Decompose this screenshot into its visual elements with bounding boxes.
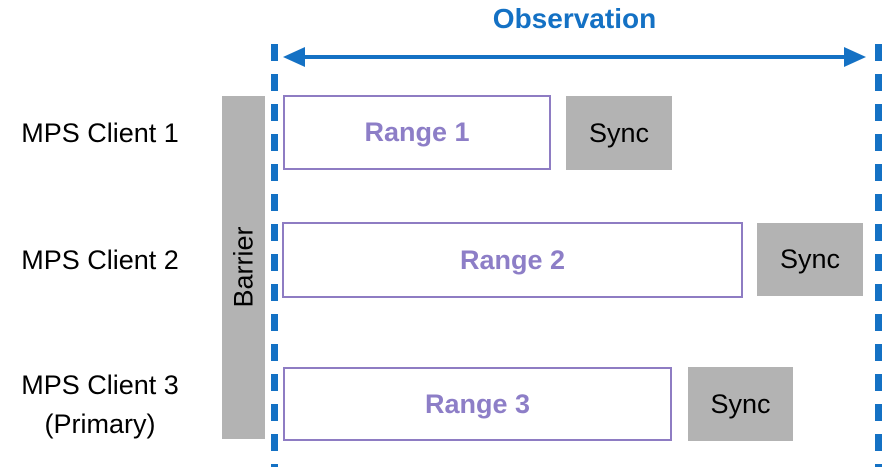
arrow-left-icon <box>283 47 305 67</box>
arrow-right-icon <box>844 47 866 67</box>
barrier-bar <box>222 96 265 439</box>
client-label-2-line1: MPS Client 2 <box>21 245 179 275</box>
sync-box-1: Sync <box>566 96 672 170</box>
sync-label-3: Sync <box>710 388 771 419</box>
observation-arrow <box>298 55 849 59</box>
sync-box-3: Sync <box>688 367 793 441</box>
range-label-1: Range 1 <box>364 117 470 147</box>
client-label-3-line2: (Primary) <box>44 409 156 439</box>
range-box-2: Range 2 <box>282 222 743 298</box>
sync-label-2: Sync <box>779 244 841 274</box>
range-box-3: Range 3 <box>283 367 672 441</box>
sync-label-1: Sync <box>588 117 650 148</box>
client-label-2: MPS Client 2 <box>0 241 200 280</box>
observation-title: Observation <box>492 3 657 34</box>
client-label-1: MPS Client 1 <box>0 114 200 153</box>
client-label-1-line1: MPS Client 1 <box>21 118 179 148</box>
barrier-label: Barrier <box>228 226 259 308</box>
range-label-3: Range 3 <box>424 388 531 419</box>
observation-end-line <box>875 44 882 467</box>
client-label-3-line1: MPS Client 3 <box>21 370 179 400</box>
sync-box-2: Sync <box>757 223 863 296</box>
range-box-1: Range 1 <box>283 95 551 170</box>
client-label-3: MPS Client 3 (Primary) <box>0 366 200 444</box>
range-label-2: Range 2 <box>459 244 566 275</box>
observation-start-line <box>271 44 278 467</box>
